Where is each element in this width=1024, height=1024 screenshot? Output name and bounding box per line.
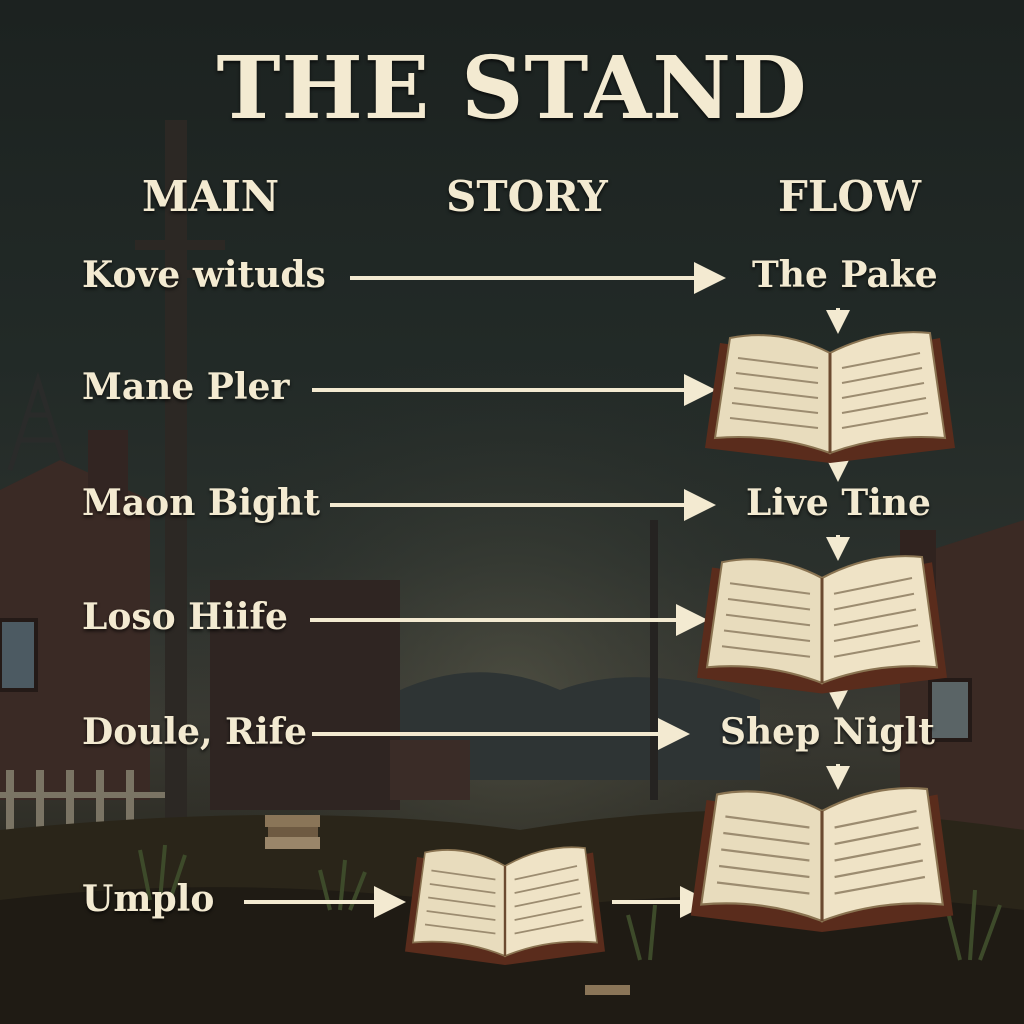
left-house xyxy=(0,460,150,800)
row-label: Umplo xyxy=(82,878,215,920)
utility-pole xyxy=(165,120,187,820)
row-label: Doule, Rife xyxy=(82,711,308,753)
flow-node-label: The Pake xyxy=(752,254,938,296)
row-label: Loso Hiife xyxy=(82,596,288,638)
row-label: Maon Bight xyxy=(82,482,320,524)
column-header-flow: FLOW xyxy=(778,172,922,221)
row-label: Kove wituds xyxy=(82,254,326,296)
open-book-icon xyxy=(695,554,949,696)
open-book-icon xyxy=(703,330,957,465)
open-book-icon xyxy=(403,845,607,967)
open-book-icon xyxy=(689,786,955,934)
flow-node-label: Live Tine xyxy=(746,482,931,524)
flow-node-label: Shep Niglt xyxy=(720,711,935,753)
page-title: THE STAND xyxy=(216,38,808,139)
column-header-main: MAIN xyxy=(142,172,280,221)
row-label: Mane Pler xyxy=(82,366,290,408)
column-header-story: STORY xyxy=(446,172,608,221)
